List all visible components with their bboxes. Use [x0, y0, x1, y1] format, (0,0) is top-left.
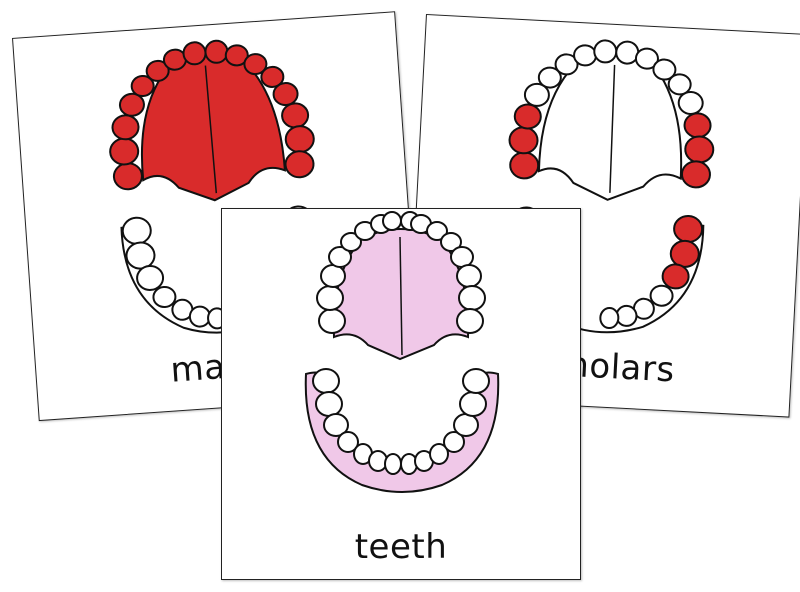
upper-palate: [140, 54, 286, 202]
upper-teeth: [109, 39, 315, 191]
upper-palate: [537, 53, 683, 201]
lower-teeth: [312, 368, 490, 475]
upper-molars: [508, 103, 715, 189]
lower-front-teeth: [599, 284, 674, 330]
card-label: teeth: [354, 527, 448, 567]
upper-front-teeth: [523, 39, 704, 115]
teeth-illustration: [304, 211, 500, 493]
upper-teeth: [316, 211, 486, 334]
card-teeth: teeth: [221, 208, 581, 580]
